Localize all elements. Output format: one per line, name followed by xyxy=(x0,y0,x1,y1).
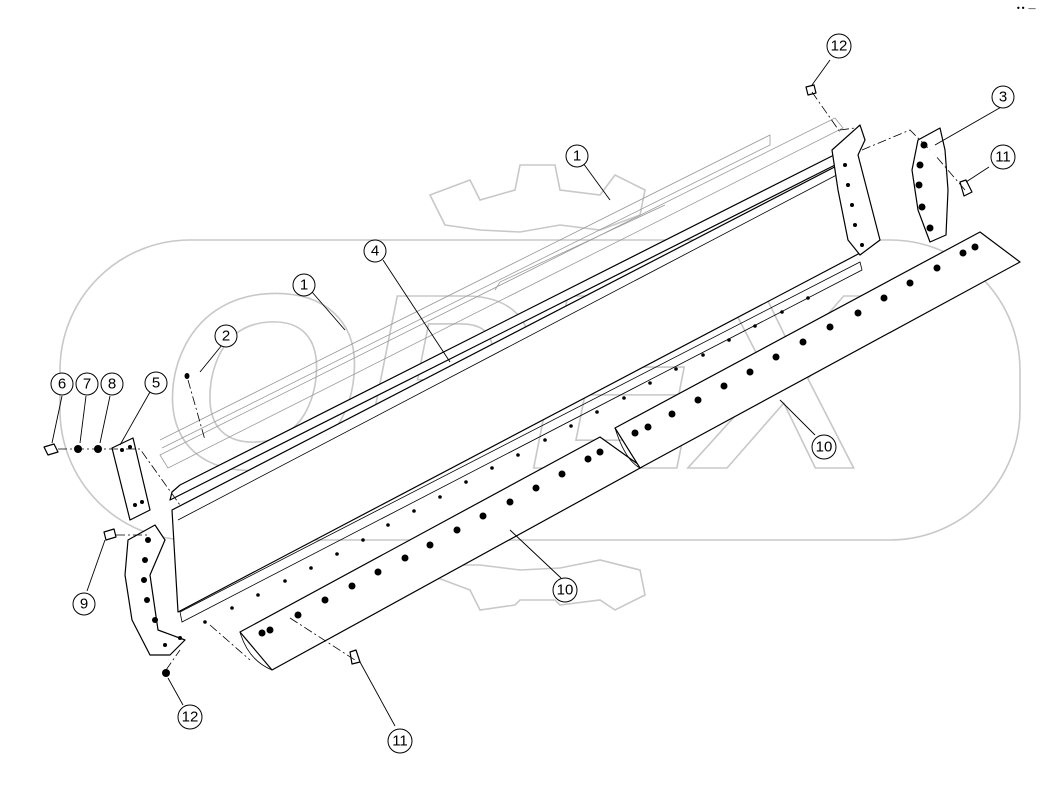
callout-7-label: 7 xyxy=(83,376,91,393)
assembly-lines xyxy=(58,91,966,671)
blade-main-holes xyxy=(203,296,810,624)
callout-1-label: 1 xyxy=(573,148,581,165)
callout-6: 6 xyxy=(50,372,74,396)
callout-7: 7 xyxy=(75,372,99,396)
callout-2-label: 2 xyxy=(222,328,230,345)
callout-9: 9 xyxy=(72,592,96,616)
callout-8: 8 xyxy=(100,372,124,396)
callout-12-label: 12 xyxy=(182,709,199,726)
blade-left-end xyxy=(124,524,186,656)
nut-12-bottom xyxy=(162,669,170,677)
callout-12-label: 12 xyxy=(831,38,848,55)
blade-right-end xyxy=(831,124,881,256)
part-5-bracket xyxy=(111,437,151,521)
callout-4-label: 4 xyxy=(371,243,379,260)
part-10-cutting-edge-right xyxy=(614,231,1021,469)
bolt-9 xyxy=(103,528,117,541)
leader-lines xyxy=(51,59,1004,727)
callout-10-label: 10 xyxy=(557,582,574,599)
corner-mark: •• — xyxy=(1016,4,1036,13)
callout-2: 2 xyxy=(214,324,238,348)
hardware xyxy=(43,84,973,677)
callout-1-label: 1 xyxy=(300,277,308,294)
callout-11-label: 11 xyxy=(392,733,408,750)
callout-5: 5 xyxy=(144,371,168,395)
callout-12-top: 12 xyxy=(826,33,852,59)
watermark-gear xyxy=(428,164,646,233)
callout-11-label: 11 xyxy=(995,149,1011,166)
callout-3: 3 xyxy=(991,85,1015,109)
callout-1-top: 1 xyxy=(565,144,589,168)
part-3-end-plate-right xyxy=(911,127,949,243)
callout-9-label: 9 xyxy=(80,596,88,613)
bolt-6 xyxy=(43,443,59,456)
nut-2 xyxy=(184,373,190,379)
callout-10-label: 10 xyxy=(816,439,833,456)
callout-1-left: 1 xyxy=(292,273,316,297)
callout-11-bottom: 11 xyxy=(387,728,413,754)
callout-3-label: 3 xyxy=(999,89,1007,106)
callout-4: 4 xyxy=(363,239,387,263)
ghost-blade xyxy=(159,117,844,469)
callout-6-label: 6 xyxy=(58,376,66,393)
bolt-12-top xyxy=(805,84,817,96)
callout-10-upper: 10 xyxy=(811,434,837,460)
callout-8-label: 8 xyxy=(108,376,116,393)
callout-11-right: 11 xyxy=(990,144,1016,170)
callout-12-bottom: 12 xyxy=(177,704,203,730)
callout-10-lower: 10 xyxy=(552,577,578,603)
callout-5-label: 5 xyxy=(152,375,160,392)
bolt-11-bottom xyxy=(349,649,361,665)
watermark-gear-bottom xyxy=(428,559,646,611)
bolt-11-right xyxy=(959,179,973,197)
